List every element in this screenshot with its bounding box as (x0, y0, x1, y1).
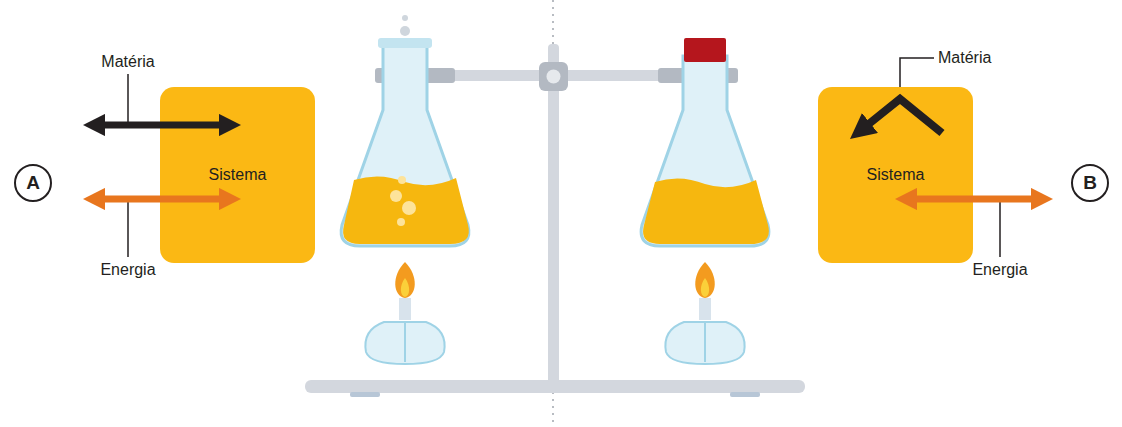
stopper (684, 38, 726, 62)
clamp-screw (547, 70, 561, 84)
matter-label: Matéria (101, 52, 154, 71)
leader-line (127, 202, 129, 257)
closed-flask (641, 38, 769, 246)
stand-foot (730, 392, 760, 397)
leader-line (127, 74, 129, 122)
stand-rod (548, 44, 559, 384)
callout-letter-text: B (1083, 172, 1097, 194)
stand-foot (350, 392, 380, 397)
system-box: Sistema (160, 87, 315, 263)
matter-label: Matéria (938, 48, 991, 67)
leader-line (999, 202, 1001, 257)
callout-letter: A (14, 164, 52, 202)
system-box: Sistema (818, 87, 973, 263)
energy-label: Energia (100, 260, 155, 279)
burner (665, 262, 744, 364)
system-label: Sistema (209, 166, 267, 184)
system-label: Sistema (867, 166, 925, 184)
clamp-boss (539, 62, 568, 91)
callout-letter: B (1071, 164, 1109, 202)
burner (365, 262, 444, 364)
energy-label: Energia (972, 260, 1027, 279)
callout-letter-text: A (26, 172, 40, 194)
open-flask (341, 15, 469, 246)
